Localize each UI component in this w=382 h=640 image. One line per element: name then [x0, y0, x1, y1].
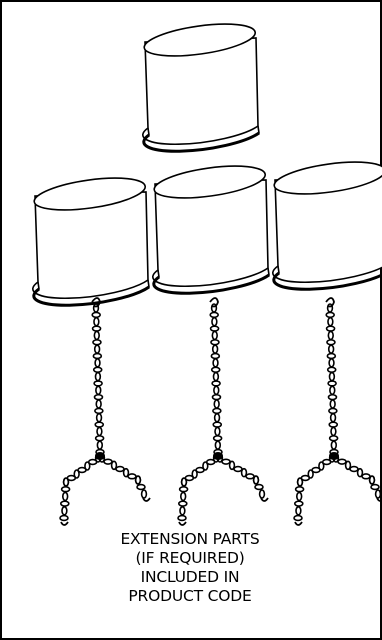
caption-line-2: (IF REQUIRED) — [135, 549, 245, 567]
caption-note: EXTENSION PARTS (IF REQUIRED) INCLUDED I… — [90, 530, 290, 606]
chain-slings-group — [59, 297, 382, 526]
chain-sling-left — [59, 297, 151, 526]
chain-sling-middle — [177, 297, 269, 526]
caption-line-3: INCLUDED IN — [140, 568, 240, 586]
caption-line-1: EXTENSION PARTS — [120, 530, 260, 548]
chain-sling-right — [293, 297, 382, 526]
caption-line-4: PRODUCT CODE — [128, 587, 252, 605]
drum-extension-right — [270, 154, 382, 291]
drum-extension-left — [30, 170, 151, 307]
drum-extension-middle — [150, 158, 271, 295]
drum-extension-top — [140, 16, 261, 153]
